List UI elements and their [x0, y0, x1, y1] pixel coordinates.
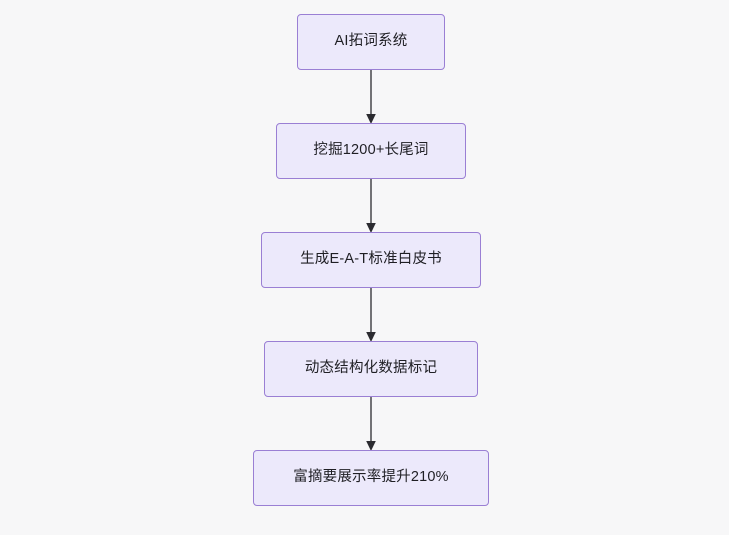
- edge-n2-n3: [366, 179, 376, 233]
- edge-n1-n2: [366, 70, 376, 124]
- flow-node-mine-longtail-keywords[interactable]: 挖掘1200+长尾词: [276, 123, 466, 179]
- flow-node-dynamic-structured-data-markup[interactable]: 动态结构化数据标记: [264, 341, 478, 397]
- edge-n4-n5: [366, 397, 376, 451]
- edge-n3-n4: [366, 288, 376, 342]
- flow-node-generate-eat-whitepaper[interactable]: 生成E-A-T标准白皮书: [261, 232, 481, 288]
- flow-node-rich-snippet-rate-increase[interactable]: 富摘要展示率提升210%: [253, 450, 489, 506]
- flow-node-ai-keyword-system[interactable]: AI拓词系统: [297, 14, 445, 70]
